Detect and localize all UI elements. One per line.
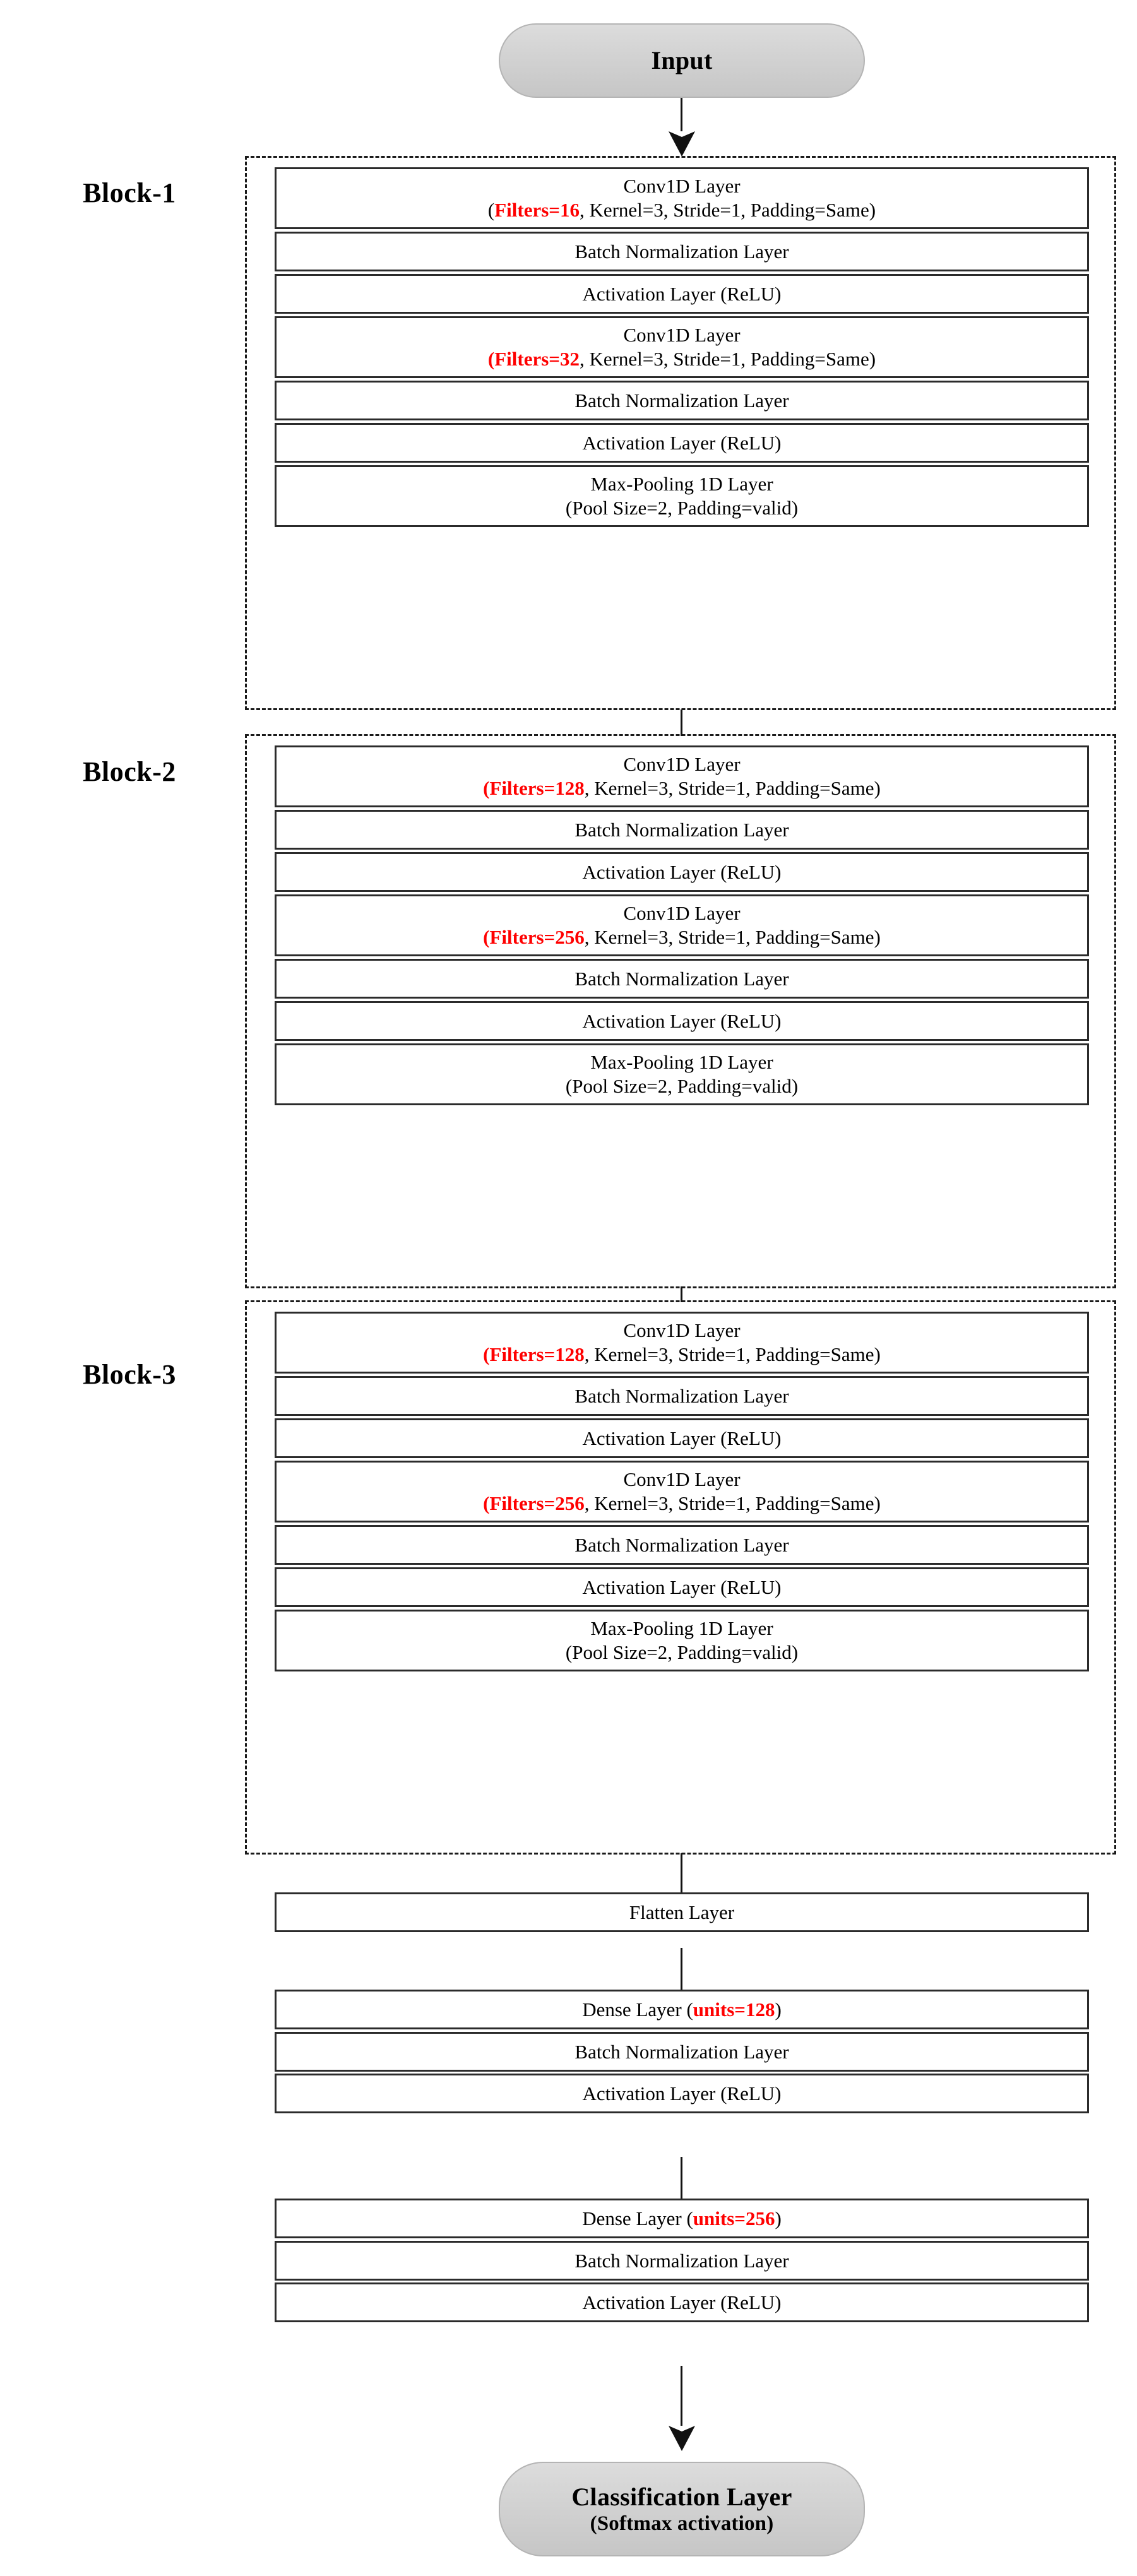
layer-box-b2-5: Batch Normalization Layer — [275, 959, 1089, 999]
layer-title: Conv1D Layer — [623, 1468, 741, 1491]
layer-title: Conv1D Layer — [623, 175, 741, 198]
layer-title: Batch Normalization Layer — [574, 2249, 789, 2272]
layer-box-b3-6: Activation Layer (ReLU) — [275, 1567, 1089, 1607]
layer-params: (Filters=256, Kernel=3, Stride=1, Paddin… — [483, 1492, 881, 1514]
layer-box-b3-4: Conv1D Layer(Filters=256, Kernel=3, Stri… — [275, 1461, 1089, 1522]
layer-box-head-6: Batch Normalization Layer — [275, 2241, 1089, 2281]
input-node: Input — [499, 23, 865, 98]
layer-title: Batch Normalization Layer — [574, 240, 789, 263]
highlight-value: Filters=32 — [494, 348, 580, 370]
layer-title: Activation Layer (ReLU) — [582, 1009, 782, 1032]
connector-block3-to-flatten — [681, 1853, 682, 1892]
highlight-value: Filters=16 — [494, 199, 580, 221]
layer-box-b3-7: Max-Pooling 1D Layer(Pool Size=2, Paddin… — [275, 1610, 1089, 1671]
layer-title: Conv1D Layer — [623, 1319, 741, 1342]
layer-title: Batch Normalization Layer — [574, 1384, 789, 1407]
layer-title: Activation Layer (ReLU) — [582, 2082, 782, 2104]
arrow-input-to-block1 — [669, 131, 695, 157]
layer-box-b3-3: Activation Layer (ReLU) — [275, 1418, 1089, 1458]
highlight-value: Filters=256 — [489, 926, 585, 948]
connector-flatten-to-dense1 — [681, 1948, 682, 1990]
layer-params: (Filters=256, Kernel=3, Stride=1, Paddin… — [483, 926, 881, 948]
layer-params: (Pool Size=2, Padding=valid) — [565, 1641, 799, 1663]
layer-params: (Filters=16, Kernel=3, Stride=1, Padding… — [487, 199, 876, 221]
highlight-value: Filters=128 — [489, 777, 585, 799]
open-paren: ( — [483, 1492, 490, 1514]
classification-title: Classification Layer — [571, 2482, 792, 2511]
layer-box-b1-5: Batch Normalization Layer — [275, 381, 1089, 420]
layer-title: Activation Layer (ReLU) — [582, 431, 782, 454]
connector-input-to-block1 — [681, 98, 682, 134]
connector-relu-to-dense2 — [681, 2157, 682, 2199]
layer-title: Max-Pooling 1D Layer — [590, 1051, 773, 1074]
layer-title: Batch Normalization Layer — [574, 389, 789, 412]
layer-box-b3-5: Batch Normalization Layer — [275, 1525, 1089, 1565]
block-3-label: Block-3 — [83, 1359, 176, 1390]
layer-box-b3-2: Batch Normalization Layer — [275, 1376, 1089, 1416]
layer-title: Conv1D Layer — [623, 753, 741, 776]
arrow-to-classification — [669, 2426, 695, 2451]
layer-box-head-4: Activation Layer (ReLU) — [275, 2074, 1089, 2113]
layer-box-head-1: Flatten Layer — [275, 1892, 1089, 1932]
layer-title: Max-Pooling 1D Layer — [590, 1617, 773, 1640]
layer-params: (Pool Size=2, Padding=valid) — [565, 1075, 799, 1097]
highlight-value: Filters=256 — [489, 1492, 585, 1514]
layer-box-head-7: Activation Layer (ReLU) — [275, 2282, 1089, 2322]
layer-title: Activation Layer (ReLU) — [582, 860, 782, 883]
layer-box-head-5: Dense Layer (units=256) — [275, 2199, 1089, 2238]
open-paren: ( — [487, 199, 495, 221]
block-2-label: Block-2 — [83, 756, 176, 787]
layer-box-b3-1: Conv1D Layer(Filters=128, Kernel=3, Stri… — [275, 1312, 1089, 1374]
layer-title: Batch Normalization Layer — [574, 967, 789, 990]
layer-box-b1-1: Conv1D Layer(Filters=16, Kernel=3, Strid… — [275, 167, 1089, 229]
layer-title: Activation Layer (ReLU) — [582, 282, 782, 305]
layer-box-head-2: Dense Layer (units=128) — [275, 1990, 1089, 2029]
layer-params: (Filters=128, Kernel=3, Stride=1, Paddin… — [483, 777, 881, 799]
layer-title: Batch Normalization Layer — [574, 2040, 789, 2063]
layer-title: Flatten Layer — [629, 1901, 735, 1923]
layer-box-b1-7: Max-Pooling 1D Layer(Pool Size=2, Paddin… — [275, 465, 1089, 527]
layer-box-b2-7: Max-Pooling 1D Layer(Pool Size=2, Paddin… — [275, 1043, 1089, 1105]
layer-params: (Pool Size=2, Padding=valid) — [565, 497, 799, 519]
connector-block2-to-block3 — [681, 1286, 682, 1302]
highlight-value: units=128 — [693, 1998, 775, 2021]
open-paren: ( — [483, 926, 490, 948]
layer-box-b2-1: Conv1D Layer(Filters=128, Kernel=3, Stri… — [275, 745, 1089, 807]
block-1-group — [245, 156, 1116, 710]
open-paren: ( — [487, 348, 495, 370]
connector-relu-to-classification — [681, 2366, 682, 2429]
layer-box-b2-4: Conv1D Layer(Filters=256, Kernel=3, Stri… — [275, 894, 1089, 956]
open-paren: ( — [483, 1343, 490, 1365]
input-label: Input — [651, 46, 713, 75]
block-1-label: Block-1 — [83, 177, 176, 208]
highlight-value: Filters=128 — [489, 1343, 585, 1365]
layer-title: Conv1D Layer — [623, 324, 741, 347]
layer-box-b2-6: Activation Layer (ReLU) — [275, 1001, 1089, 1041]
highlight-value: units=256 — [693, 2207, 775, 2229]
layer-box-b1-2: Batch Normalization Layer — [275, 232, 1089, 271]
open-paren: ( — [483, 777, 490, 799]
layer-text: Dense Layer (units=128) — [582, 1998, 782, 2021]
layer-text: Dense Layer (units=256) — [582, 2207, 782, 2229]
layer-params: (Filters=32, Kernel=3, Stride=1, Padding… — [487, 348, 876, 370]
layer-box-b1-4: Conv1D Layer(Filters=32, Kernel=3, Strid… — [275, 316, 1089, 378]
layer-box-b2-3: Activation Layer (ReLU) — [275, 852, 1089, 892]
layer-box-b1-6: Activation Layer (ReLU) — [275, 423, 1089, 463]
layer-box-b1-3: Activation Layer (ReLU) — [275, 274, 1089, 314]
layer-title: Batch Normalization Layer — [574, 818, 789, 841]
classification-subtitle: (Softmax activation) — [590, 2512, 774, 2536]
layer-title: Activation Layer (ReLU) — [582, 2291, 782, 2313]
layer-title: Conv1D Layer — [623, 902, 741, 925]
classification-node: Classification Layer(Softmax activation) — [499, 2462, 865, 2556]
layer-title: Activation Layer (ReLU) — [582, 1427, 782, 1449]
connector-block1-to-block2 — [681, 709, 682, 736]
layer-params: (Filters=128, Kernel=3, Stride=1, Paddin… — [483, 1343, 881, 1365]
layer-title: Max-Pooling 1D Layer — [590, 473, 773, 496]
layer-box-b2-2: Batch Normalization Layer — [275, 810, 1089, 850]
layer-title: Activation Layer (ReLU) — [582, 1576, 782, 1598]
layer-title: Batch Normalization Layer — [574, 1533, 789, 1556]
layer-box-head-3: Batch Normalization Layer — [275, 2032, 1089, 2072]
